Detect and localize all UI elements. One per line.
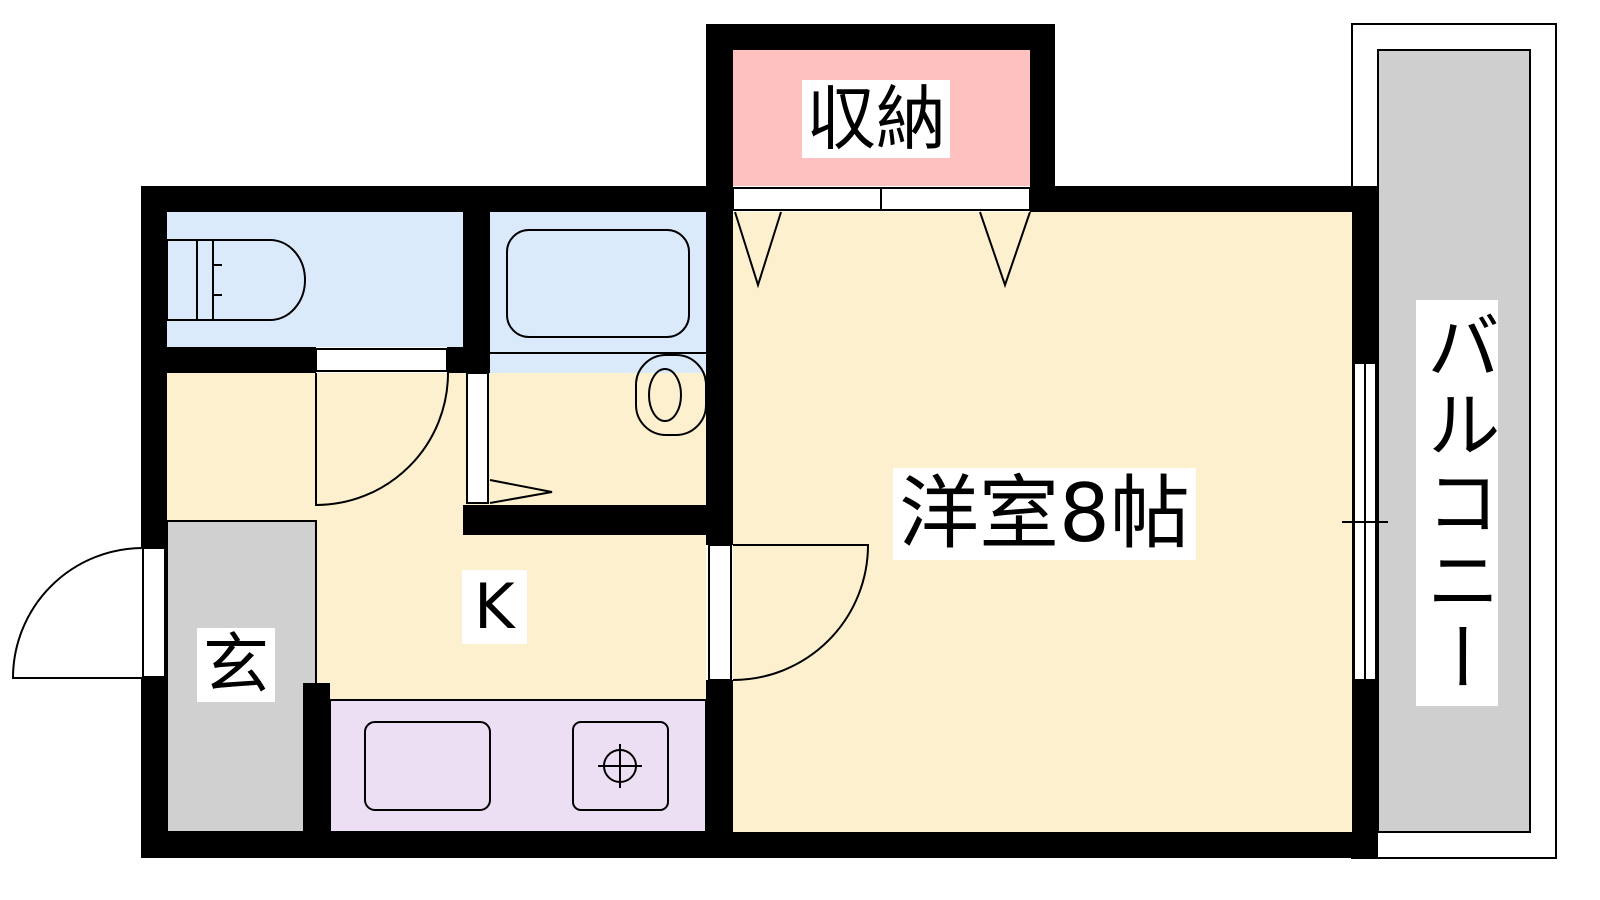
storage-label: 収納 (802, 80, 950, 158)
entrance-label: 玄 (197, 628, 275, 702)
entrance-area (166, 520, 317, 833)
kitchen-counter (329, 699, 707, 833)
western-room-label: 洋室8帖 (893, 468, 1196, 560)
kitchen-label: K (462, 570, 527, 644)
toilet-door[interactable] (315, 372, 449, 507)
entrance-door[interactable] (11, 547, 144, 679)
toilet-icon (166, 239, 306, 321)
bathtub-icon (506, 229, 690, 338)
stove-icon (572, 721, 669, 811)
room-door[interactable] (732, 544, 870, 681)
toilet-area (167, 212, 463, 347)
walls (141, 24, 1378, 858)
balcony-label: バルコニー (1414, 300, 1500, 706)
sink-icon (364, 721, 491, 811)
bath-door[interactable] (466, 372, 489, 504)
